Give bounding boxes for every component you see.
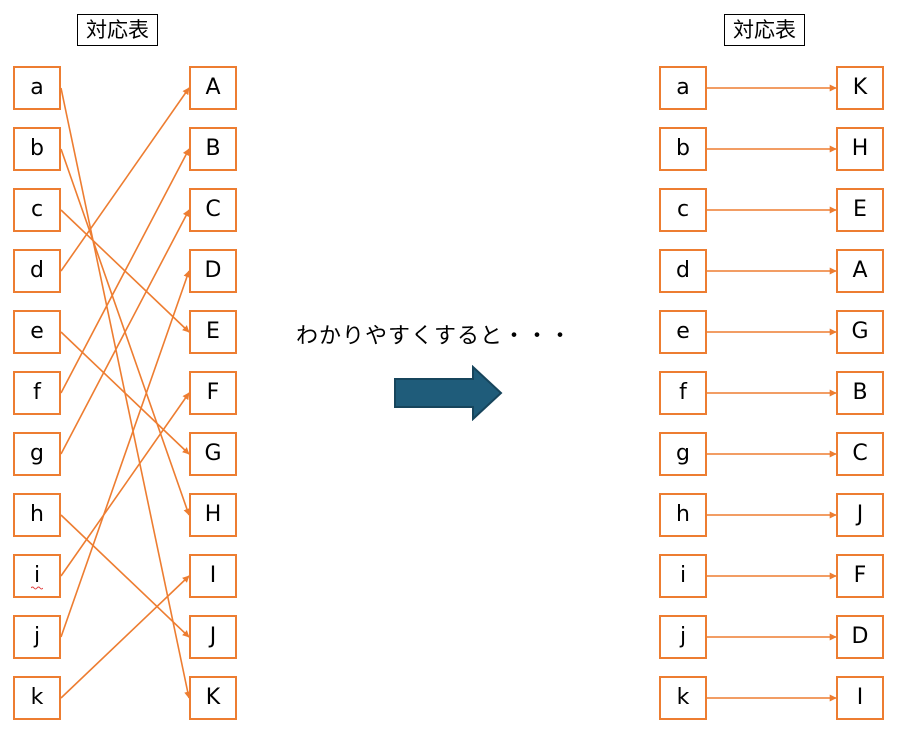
left-target-box-I: I [189, 554, 237, 598]
left-target-box-F: F [189, 371, 237, 415]
left-panel-title: 対応表 [77, 14, 158, 46]
left-source-box-k: k [13, 676, 61, 720]
left-connector-b-H [60, 148, 191, 516]
left-source-box-i: i [13, 554, 61, 598]
left-connector-i-F [60, 392, 190, 577]
right-target-box-A: A [836, 249, 884, 293]
right-source-box-d: d [659, 249, 707, 293]
right-target-box-C: C [836, 432, 884, 476]
left-target-box-D: D [189, 249, 237, 293]
left-source-box-j: j [13, 615, 61, 659]
spellcheck-squiggle [31, 586, 43, 590]
right-target-box-B: B [836, 371, 884, 415]
left-connector-d-A [60, 87, 190, 272]
right-source-box-g: g [659, 432, 707, 476]
transition-caption: わかりやすくすると・・・ [296, 324, 573, 349]
left-connector-a-K [60, 87, 192, 699]
left-connector-e-G [60, 331, 190, 455]
right-source-box-i: i [659, 554, 707, 598]
right-source-box-k: k [659, 676, 707, 720]
right-source-box-h: h [659, 493, 707, 537]
right-source-box-b: b [659, 127, 707, 171]
right-source-box-a: a [659, 66, 707, 110]
left-source-box-h: h [13, 493, 61, 537]
left-source-box-b: b [13, 127, 61, 171]
left-connector-c-E [60, 209, 190, 333]
left-connector-k-I [60, 575, 190, 699]
left-target-box-J: J [189, 615, 237, 659]
right-target-box-D: D [836, 615, 884, 659]
right-target-box-E: E [836, 188, 884, 232]
left-target-box-K: K [189, 676, 237, 720]
left-target-box-A: A [189, 66, 237, 110]
left-source-box-e: e [13, 310, 61, 354]
left-target-box-B: B [189, 127, 237, 171]
left-source-box-f: f [13, 371, 61, 415]
right-source-box-c: c [659, 188, 707, 232]
right-target-box-F: F [836, 554, 884, 598]
left-connector-f-B [60, 148, 190, 394]
left-connector-g-C [60, 209, 190, 455]
left-source-box-d: d [13, 249, 61, 293]
right-source-box-f: f [659, 371, 707, 415]
right-target-box-G: G [836, 310, 884, 354]
left-target-box-E: E [189, 310, 237, 354]
left-source-box-a: a [13, 66, 61, 110]
left-target-box-G: G [189, 432, 237, 476]
right-source-box-j: j [659, 615, 707, 659]
left-target-box-H: H [189, 493, 237, 537]
left-source-box-c: c [13, 188, 61, 232]
right-target-box-K: K [836, 66, 884, 110]
right-target-box-I: I [836, 676, 884, 720]
right-target-box-H: H [836, 127, 884, 171]
right-panel-title: 対応表 [724, 14, 805, 46]
right-block-arrow-icon [394, 365, 503, 421]
left-connector-j-D [60, 270, 191, 638]
right-source-box-e: e [659, 310, 707, 354]
left-target-box-C: C [189, 188, 237, 232]
left-connector-h-J [60, 514, 190, 638]
right-target-box-J: J [836, 493, 884, 537]
left-source-box-g: g [13, 432, 61, 476]
